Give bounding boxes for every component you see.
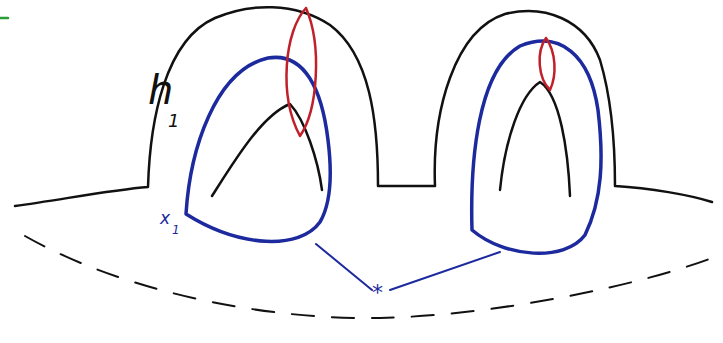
point-label: x (160, 210, 170, 227)
blue-loop (472, 41, 601, 253)
left-hole (212, 104, 322, 196)
right-hole (500, 82, 570, 196)
blue-loop (186, 57, 330, 241)
point-subscript: 1 (172, 224, 180, 236)
blue-path (316, 244, 372, 290)
red-meridian (287, 8, 317, 136)
red-meridian (540, 38, 555, 90)
surface-outline (15, 7, 712, 206)
handle-subscript: 1 (168, 112, 179, 130)
green-dash (0, 17, 8, 20)
blue-path (390, 252, 500, 290)
handle-label: h (148, 70, 173, 110)
base-point: * (372, 282, 383, 304)
dashed-boundary (25, 236, 712, 318)
